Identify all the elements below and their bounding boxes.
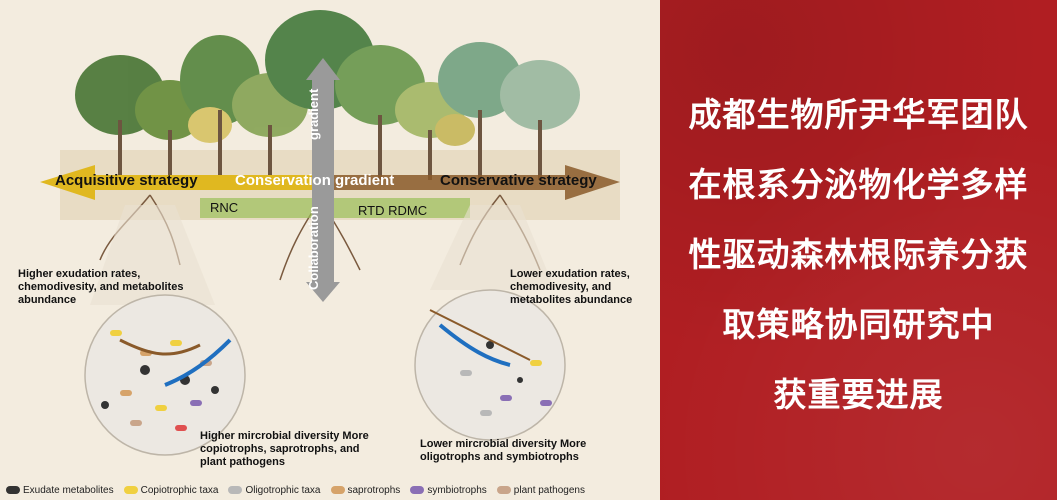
vertical-arrow-down	[306, 282, 340, 302]
legend-label: Copiotrophic taxa	[140, 484, 219, 496]
legend-label: Exudate metabolites	[23, 484, 114, 496]
exudate-metabolites-icon	[6, 486, 20, 494]
rtd-rdmc-label: RTD RDMC	[358, 203, 428, 218]
saprotrophs-icon	[330, 486, 345, 494]
symbiotrophs-icon	[410, 486, 425, 494]
headline-line-3: 性驱动森林根际养分获	[688, 235, 1029, 274]
legend-item: Exudate metabolites	[6, 485, 114, 496]
vertical-arrow-up	[306, 58, 340, 80]
legend-item: saprotrophs	[330, 484, 401, 496]
right-zoom-cone	[430, 205, 555, 290]
legend-label: symbiotrophs	[427, 484, 487, 496]
trait-band	[200, 198, 470, 218]
left-rhizosphere-circle	[84, 294, 246, 456]
headline-panel: 成都生物所尹华军团队 在根系分泌物化学多样 性驱动森林根际养分获 取策略协同研究…	[660, 0, 1057, 500]
headline-line-1: 成都生物所尹华军团队	[688, 95, 1029, 134]
headline-line-5: 获重要进展	[773, 375, 944, 414]
legend-item: Oligotrophic taxa	[228, 484, 321, 496]
forest-root-figure: Acquisitive strategy Conservation gradie…	[0, 0, 660, 500]
acquisitive-strategy-label: Acquisitive strategy	[55, 172, 198, 189]
figure-illustration	[40, 10, 620, 456]
left-microbial-note: Higher mircrobial diversity More copiotr…	[200, 430, 369, 468]
legend-item: symbiotrophs	[410, 484, 487, 496]
vertical-gradient-bar	[312, 75, 334, 285]
copiotrophic-taxa-icon	[123, 486, 138, 494]
right-rhizosphere-circle	[414, 289, 566, 441]
conservation-gradient-label: Conservation gradient	[235, 172, 395, 189]
legend-item: plant pathogens	[496, 484, 585, 496]
legend-item: Copiotrophic taxa	[123, 484, 219, 496]
collaboration-axis-label: Collaboration	[306, 206, 321, 290]
legend-label: Oligotrophic taxa	[245, 484, 321, 496]
right-microbial-note: Lower mircrobial diversity More oligotro…	[420, 438, 587, 463]
forest-canopy	[75, 10, 580, 146]
left-exudation-note: Higher exudation rates, chemodivesity, a…	[18, 268, 184, 306]
acquisitive-arrow	[40, 165, 330, 200]
left-zoom-cone	[90, 205, 215, 305]
gradient-axis-label: gradient	[306, 88, 321, 140]
oligotrophic-taxa-icon	[228, 486, 243, 494]
legend-label: plant pathogens	[513, 484, 585, 496]
left-blue-arrow	[164, 338, 232, 387]
headline-line-2: 在根系分泌物化学多样	[688, 165, 1029, 204]
plant-pathogens-icon	[496, 486, 511, 494]
rnc-label: RNC	[210, 200, 239, 215]
legend-label: saprotrophs	[347, 484, 401, 496]
right-blue-arrow	[438, 323, 511, 367]
headline-line-4: 取策略协同研究中	[722, 305, 995, 344]
right-exudation-note: Lower exudation rates, chemodivesity, an…	[510, 268, 633, 306]
conservative-strategy-label: Conservative strategy	[440, 172, 597, 189]
figure-legend: Exudate metabolites Copiotrophic taxa Ol…	[0, 480, 660, 500]
conservative-arrow	[330, 165, 620, 200]
right-microbes	[460, 341, 552, 416]
